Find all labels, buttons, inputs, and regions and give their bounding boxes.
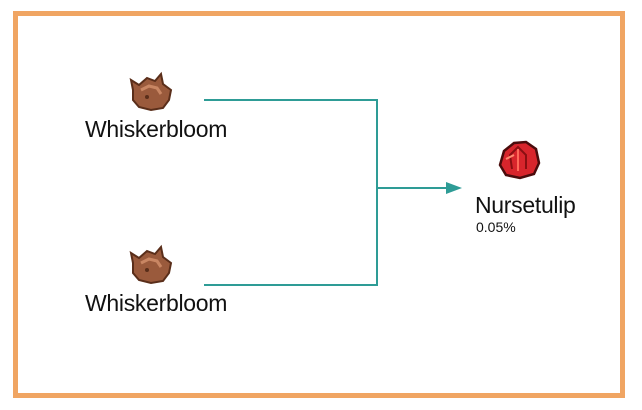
nursetulip-flower-icon [498, 140, 541, 180]
whiskerbloom-flower-icon [129, 71, 173, 112]
whiskerbloom-flower-icon [129, 244, 173, 285]
parent-label: Whiskerbloom [85, 290, 228, 316]
parent-label: Whiskerbloom [85, 116, 228, 142]
result-chance: 0.05% [476, 219, 516, 235]
result-label: Nursetulip [475, 192, 576, 218]
diagram-frame [13, 11, 625, 398]
